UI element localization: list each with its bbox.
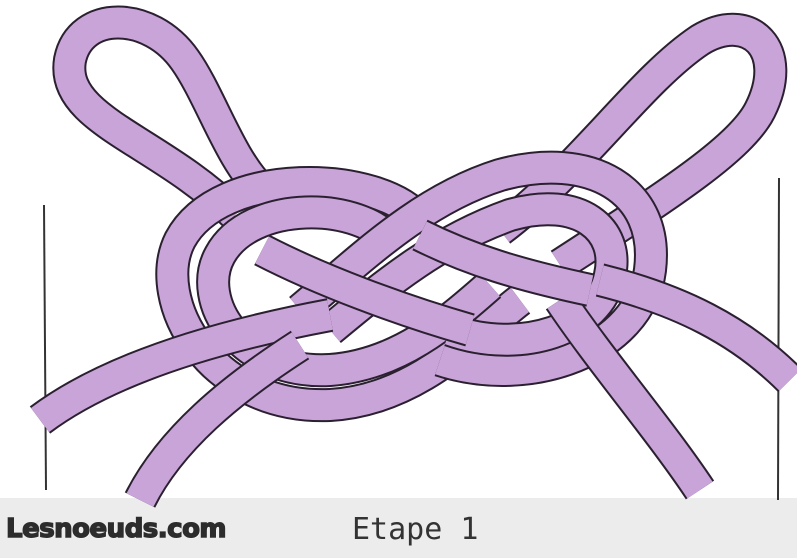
watermark-logo: Lesnoeuds.com (6, 514, 226, 544)
step-label: Etape 1 (352, 512, 478, 547)
rope-strands (40, 23, 790, 501)
left-edge-line (44, 205, 46, 490)
right-edge-line (778, 178, 779, 500)
